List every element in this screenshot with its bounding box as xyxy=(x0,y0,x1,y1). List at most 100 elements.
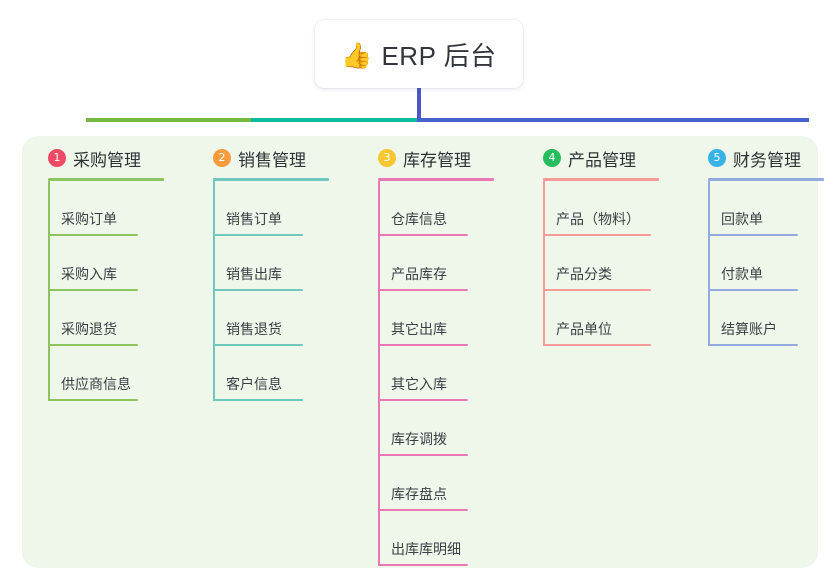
leaf-underline xyxy=(213,344,303,346)
leaf-item[interactable]: 产品分类 xyxy=(525,236,659,291)
branch-header-1[interactable]: 1 采购管理 xyxy=(30,146,164,170)
leaf-item[interactable]: 结算账户 xyxy=(690,291,824,346)
leaf-item[interactable]: 销售出库 xyxy=(195,236,329,291)
branch-title: 采购管理 xyxy=(73,150,141,170)
leaf-item[interactable]: 产品库存 xyxy=(360,236,494,291)
branch-column-1: 1 采购管理采购订单采购入库采购退货供应商信息 xyxy=(30,146,164,401)
leaf-spine xyxy=(213,181,215,401)
leaf-underline xyxy=(48,289,138,291)
branch-title: 财务管理 xyxy=(733,150,801,170)
thumbs-up-icon: 👍 xyxy=(341,40,373,70)
leaf-list: 回款单付款单结算账户 xyxy=(690,181,824,346)
branch-column-4: 4 产品管理产品（物料） 产品分类产品单位 xyxy=(525,146,659,346)
branch-header-4[interactable]: 4 产品管理 xyxy=(525,146,659,170)
leaf-item[interactable]: 产品单位 xyxy=(525,291,659,346)
root-title: ERP 后台 xyxy=(381,40,497,71)
leaf-label: 回款单 xyxy=(721,211,763,227)
leaf-label: 付款单 xyxy=(721,266,763,282)
leaf-item[interactable]: 采购退货 xyxy=(30,291,164,346)
leaf-label: 产品（物料） xyxy=(556,211,640,227)
branch-badge-icon: 5 xyxy=(708,149,726,167)
leaf-spine xyxy=(378,181,380,566)
branch-underline xyxy=(378,178,494,181)
leaf-underline xyxy=(378,289,468,291)
leaf-underline xyxy=(213,289,303,291)
leaf-underline xyxy=(708,234,798,236)
root-node[interactable]: 👍 ERP 后台 xyxy=(315,20,523,88)
branch-title: 销售管理 xyxy=(238,150,306,170)
leaf-label: 销售出库 xyxy=(226,266,282,282)
leaf-label: 销售订单 xyxy=(226,211,282,227)
leaf-underline xyxy=(378,564,468,566)
branch-underline xyxy=(213,178,329,181)
leaf-list: 产品（物料） 产品分类产品单位 xyxy=(525,181,659,346)
branch-badge-icon: 4 xyxy=(543,149,561,167)
leaf-underline xyxy=(48,344,138,346)
branch-underline xyxy=(708,178,824,181)
leaf-label: 供应商信息 xyxy=(61,376,131,392)
leaf-item[interactable]: 产品（物料） xyxy=(525,181,659,236)
branch-header-3[interactable]: 3 库存管理 xyxy=(360,146,494,170)
leaf-label: 产品分类 xyxy=(556,266,612,282)
leaf-underline xyxy=(378,399,468,401)
leaf-item[interactable]: 付款单 xyxy=(690,236,824,291)
leaf-label: 客户信息 xyxy=(226,376,282,392)
leaf-label: 销售退货 xyxy=(226,321,282,337)
leaf-label: 其它出库 xyxy=(391,321,447,337)
leaf-item[interactable]: 供应商信息 xyxy=(30,346,164,401)
branch-header-2[interactable]: 2 销售管理 xyxy=(195,146,329,170)
leaf-spine xyxy=(543,181,545,346)
leaf-item[interactable]: 其它出库 xyxy=(360,291,494,346)
leaf-underline xyxy=(378,509,468,511)
branch-column-3: 3 库存管理仓库信息产品库存其它出库其它入库库存调拨库存盘点出库库明细 xyxy=(360,146,494,566)
leaf-spine xyxy=(708,181,710,346)
leaf-underline xyxy=(48,399,138,401)
leaf-underline xyxy=(378,344,468,346)
leaf-item[interactable]: 出库库明细 xyxy=(360,511,494,566)
leaf-underline xyxy=(378,234,468,236)
leaf-label: 结算账户 xyxy=(721,321,777,337)
branch-badge-icon: 1 xyxy=(48,149,66,167)
branch-header-5[interactable]: 5 财务管理 xyxy=(690,146,824,170)
leaf-label: 库存盘点 xyxy=(391,486,447,502)
leaf-label: 产品单位 xyxy=(556,321,612,337)
leaf-item[interactable]: 回款单 xyxy=(690,181,824,236)
leaf-item[interactable]: 仓库信息 xyxy=(360,181,494,236)
leaf-underline xyxy=(543,234,651,236)
branch-title: 产品管理 xyxy=(568,150,636,170)
leaf-spine xyxy=(48,181,50,401)
branch-column-5: 5 财务管理回款单付款单结算账户 xyxy=(690,146,824,346)
leaf-underline xyxy=(378,454,468,456)
leaf-label: 采购退货 xyxy=(61,321,117,337)
leaf-list: 销售订单销售出库销售退货客户信息 xyxy=(195,181,329,401)
leaf-label: 其它入库 xyxy=(391,376,447,392)
diagram-panel xyxy=(22,136,818,568)
leaf-label: 产品库存 xyxy=(391,266,447,282)
leaf-label: 采购订单 xyxy=(61,211,117,227)
leaf-item[interactable]: 客户信息 xyxy=(195,346,329,401)
branch-column-2: 2 销售管理销售订单销售出库销售退货客户信息 xyxy=(195,146,329,401)
leaf-underline xyxy=(708,289,798,291)
leaf-item[interactable]: 销售订单 xyxy=(195,181,329,236)
leaf-label: 出库库明细 xyxy=(391,541,461,557)
branch-underline xyxy=(48,178,164,181)
leaf-item[interactable]: 采购订单 xyxy=(30,181,164,236)
leaf-item[interactable]: 库存调拨 xyxy=(360,401,494,456)
branch-badge-icon: 2 xyxy=(213,149,231,167)
branch-title: 库存管理 xyxy=(403,150,471,170)
leaf-item[interactable]: 销售退货 xyxy=(195,291,329,346)
branch-badge-icon: 3 xyxy=(378,149,396,167)
leaf-label: 库存调拨 xyxy=(391,431,447,447)
leaf-item[interactable]: 采购入库 xyxy=(30,236,164,291)
leaf-underline xyxy=(213,399,303,401)
leaf-item[interactable]: 库存盘点 xyxy=(360,456,494,511)
leaf-list: 仓库信息产品库存其它出库其它入库库存调拨库存盘点出库库明细 xyxy=(360,181,494,566)
leaf-underline xyxy=(48,234,138,236)
leaf-underline xyxy=(213,234,303,236)
leaf-item[interactable]: 其它入库 xyxy=(360,346,494,401)
leaf-label: 采购入库 xyxy=(61,266,117,282)
leaf-underline xyxy=(543,344,651,346)
leaf-underline xyxy=(708,344,798,346)
leaf-label: 仓库信息 xyxy=(391,211,447,227)
leaf-underline xyxy=(543,289,651,291)
